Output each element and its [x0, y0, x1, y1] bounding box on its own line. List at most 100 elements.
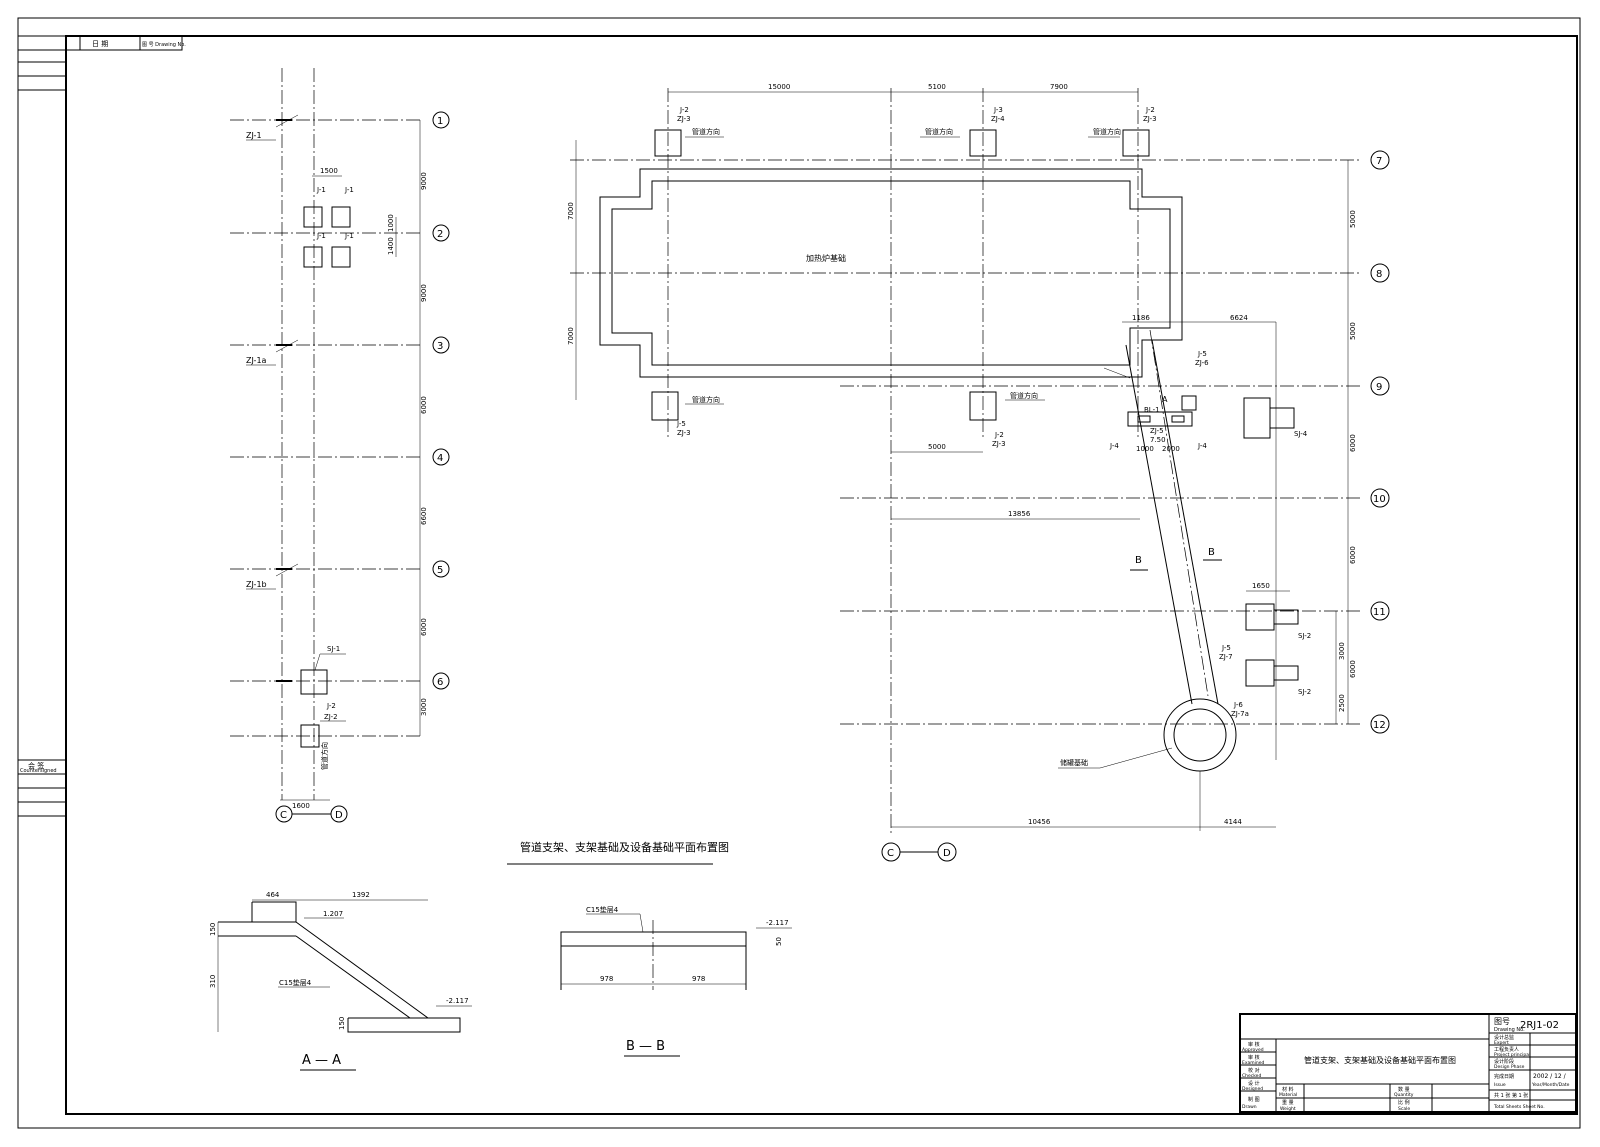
- axis-bubble-c-right: C: [881, 842, 901, 862]
- tag-j6: J-6: [1233, 701, 1243, 709]
- svg-text:10: 10: [1373, 494, 1386, 505]
- dim-50: 50: [775, 937, 783, 946]
- tag-sj4: SJ-4: [1294, 430, 1308, 438]
- dim-5000-b: 5000: [1349, 322, 1357, 340]
- tag-j2-top-a: J-2: [679, 106, 689, 114]
- el-1207: 1.207: [323, 910, 343, 918]
- dim-9000-b: 9000: [420, 284, 428, 302]
- tb-quantity-cn: 数 量: [1398, 1086, 1410, 1093]
- tb-issue-en: Issue: [1494, 1082, 1506, 1088]
- tag-j2-top-b: J-2: [1145, 106, 1155, 114]
- pipe-dir-1: 管道方向: [692, 127, 720, 136]
- tag-zj7a: ZJ-7a: [1231, 710, 1249, 718]
- svg-text:D: D: [335, 810, 343, 821]
- tag-zj3-bot-a: ZJ-3: [677, 429, 691, 437]
- svg-text:2: 2: [437, 229, 443, 240]
- tb-designed-en: Designed: [1242, 1086, 1263, 1092]
- right-plan: 15000 5100 7900 7000 7000 7 8 9 10 11 12…: [567, 83, 1390, 862]
- tb-examined-cn: 审 核: [1248, 1054, 1260, 1061]
- tb-issue-cn: 完成日期: [1494, 1073, 1514, 1080]
- svg-text:管道支架、支架基础及设备基础平面布置图: 管道支架、支架基础及设备基础平面布置图: [520, 840, 729, 854]
- tag-zj1a: ZJ-1a: [246, 356, 267, 365]
- axis-bubble-7: 7: [1370, 150, 1390, 170]
- dim-7900: 7900: [1050, 83, 1068, 91]
- left-plan: 1 2 3 4 5 6 9000 9000 6000 6600 6000 300…: [230, 68, 450, 823]
- tag-j5-low: J-5: [1221, 644, 1231, 652]
- tag-j2-bot: J-2: [994, 431, 1004, 439]
- tag-zj1b: ZJ-1b: [246, 580, 267, 589]
- dim-2000: 2000: [1162, 445, 1180, 453]
- dim-7000-b: 7000: [567, 327, 575, 345]
- dim-6000-b: 6000: [420, 618, 428, 636]
- tag-j1-a: J-1: [316, 186, 326, 194]
- dim-1000-b: 1000: [1136, 445, 1154, 453]
- dim-5100: 5100: [928, 83, 946, 91]
- tag-zj3-top-b: ZJ-3: [1143, 115, 1157, 123]
- pipe-dir-5: 管道方向: [1010, 391, 1038, 400]
- tb-phase-cn: 设计阶段: [1494, 1058, 1514, 1065]
- axis-bubble-9: 9: [1370, 376, 1390, 396]
- tb-expert-en: Expert: [1494, 1040, 1509, 1046]
- el-2117-a: -2.117: [446, 997, 469, 1005]
- dim-15000: 15000: [768, 83, 790, 91]
- tb-material-en: Material: [1279, 1092, 1297, 1098]
- dim-6624: 6624: [1230, 314, 1248, 322]
- el-2117-b: -2.117: [766, 919, 789, 927]
- title-block: 图号 Drawing No. 2RJ1-02 管道支架、支架基础及设备基础平面布…: [1239, 1013, 1577, 1113]
- svg-text:8: 8: [1376, 269, 1382, 280]
- dim-2500: 2500: [1338, 694, 1346, 712]
- tb-principal-en: Project principal: [1494, 1052, 1530, 1058]
- section-bb-label: B — B: [626, 1039, 665, 1054]
- dim-3000: 3000: [420, 698, 428, 716]
- dim-cd-1600: 1600: [292, 802, 310, 810]
- tb-weight-en: Weight: [1280, 1106, 1296, 1112]
- tag-j1-b: J-1: [344, 186, 354, 194]
- tag-pipe-left: 管道方向: [320, 742, 329, 770]
- svg-text:C: C: [280, 810, 287, 821]
- section-aa: 464 1392 150 310 150 1.207 -2.117 C15垫层4…: [209, 891, 472, 1071]
- tb-material-cn: 材 料: [1282, 1086, 1294, 1093]
- dim-10456: 10456: [1028, 818, 1051, 826]
- axis-bubble-3: 3: [432, 336, 450, 354]
- tb-drawn-en: Drawn: [1242, 1104, 1257, 1110]
- tag-sj2-b: SJ-2: [1298, 688, 1311, 696]
- tag-zj4-top: ZJ-4: [991, 115, 1005, 123]
- sec-a-mark: A: [1162, 395, 1168, 404]
- tag-j5-mid: J-5: [1197, 350, 1207, 358]
- axis-bubble-1: 1: [432, 111, 450, 129]
- tag-sj1: SJ-1: [327, 645, 340, 653]
- tag-zj1: ZJ-1: [246, 131, 262, 140]
- svg-text:5: 5: [437, 565, 443, 576]
- tb-designed-cn: 设 计: [1248, 1080, 1260, 1087]
- tb-expert-cn: 设计总监: [1494, 1034, 1514, 1041]
- axis-bubble-11: 11: [1370, 601, 1390, 621]
- tag-j3-top: J-3: [993, 106, 1003, 114]
- axis-bubble-4: 4: [432, 448, 450, 466]
- dim-150-a: 150: [209, 923, 217, 936]
- tag-zj5: ZJ-5: [1150, 427, 1164, 435]
- axis-bubble-12: 12: [1370, 714, 1390, 734]
- tag-zj3-top-a: ZJ-3: [677, 115, 691, 123]
- pipe-dir-2: 管道方向: [925, 127, 953, 136]
- axis-bubble-d-left: D: [330, 805, 348, 823]
- tb-year-label: Year/Month/Date: [1531, 1082, 1570, 1088]
- tag-j2: J-2: [326, 702, 336, 710]
- dim-1392: 1392: [352, 891, 370, 899]
- svg-text:D: D: [943, 848, 951, 859]
- axis-bubble-c-left: C: [275, 805, 293, 823]
- tb-checked-en: Checked: [1242, 1073, 1261, 1079]
- svg-text:9: 9: [1376, 382, 1382, 393]
- axis-bubble-6: 6: [432, 672, 450, 690]
- tag-zj7: ZJ-7: [1219, 653, 1233, 661]
- tb-quantity-en: Quantity: [1394, 1092, 1414, 1098]
- dim-3000-b: 3000: [1338, 642, 1346, 660]
- tag-bl1: BL-1: [1144, 406, 1160, 414]
- axis-bubble-5: 5: [432, 560, 450, 578]
- axis-bubble-2: 2: [432, 224, 450, 242]
- pipe-dir-3: 管道方向: [1093, 127, 1121, 136]
- date-cell: 日 期: [92, 40, 108, 48]
- tag-j5-bot: J-5: [676, 420, 686, 428]
- dim-1400: 1400: [387, 237, 395, 255]
- countersign-cn: 会 签: [28, 761, 44, 770]
- tag-j1-c: J-1: [316, 232, 326, 240]
